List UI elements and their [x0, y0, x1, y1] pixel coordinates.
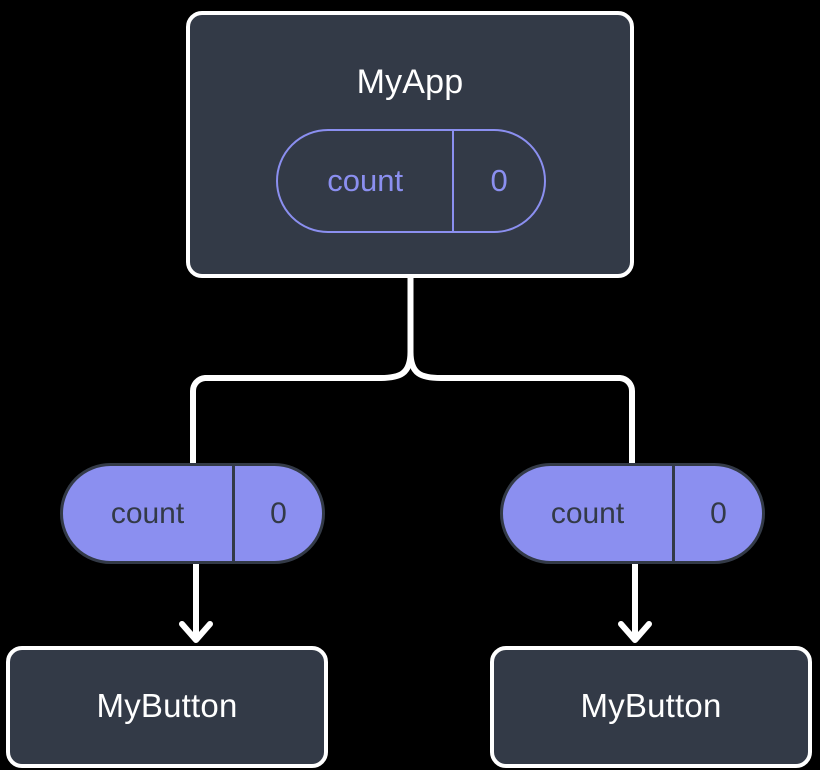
component-title-mybutton-right: MyButton: [580, 687, 722, 724]
state-value-label: 0: [672, 466, 762, 561]
component-node-mybutton-left[interactable]: MyButton: [6, 646, 328, 768]
component-title-myapp: MyApp: [356, 63, 464, 101]
component-node-mybutton-right[interactable]: MyButton: [490, 646, 812, 768]
edge-fork-left: [189, 351, 414, 466]
arrowhead-right-icon: [618, 621, 652, 643]
state-pill-myapp-count[interactable]: count 0: [276, 129, 546, 233]
state-key-label: count: [110, 496, 185, 530]
state-pill-left-count[interactable]: count 0: [60, 463, 325, 564]
state-key-label: count: [327, 163, 404, 198]
edge-fork-right: [407, 351, 636, 466]
state-key-label: count: [550, 496, 625, 530]
state-value-label: 0: [232, 466, 322, 561]
state-pill-right-count[interactable]: count 0: [500, 463, 765, 564]
arrowhead-left-icon: [179, 621, 213, 643]
state-value-label: 0: [452, 131, 544, 231]
component-title-mybutton-left: MyButton: [96, 687, 238, 724]
